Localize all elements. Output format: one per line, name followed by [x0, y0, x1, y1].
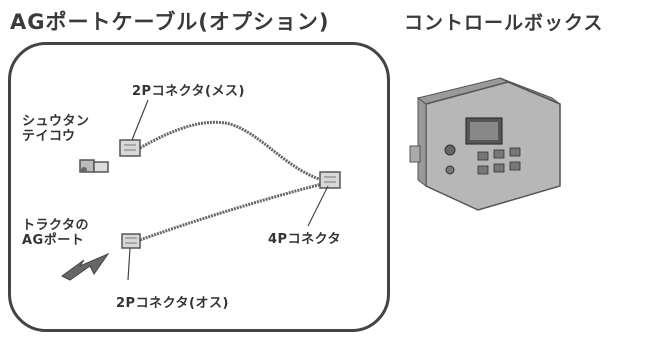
label-tractor-ag-port: トラクタの AGポート — [22, 218, 89, 248]
label-termination-line2: テイコウ — [22, 129, 76, 144]
cable-lower — [139, 182, 323, 242]
control-box-title: コントロールボックス — [404, 12, 604, 34]
label-2p-connector-male: 2Pコネクタ(オス) — [116, 296, 229, 311]
control-box-icon — [409, 77, 561, 211]
connector-2p-male-icon — [121, 233, 141, 249]
label-4p-connector: 4Pコネクタ — [268, 232, 342, 247]
label-termination-resistor: シュウタン テイコウ — [22, 114, 90, 144]
label-2p-connector-female: 2Pコネクタ(メス) — [132, 84, 245, 99]
label-termination-line1: シュウタン — [22, 114, 90, 129]
leader-4p — [307, 185, 329, 227]
direction-arrow-icon — [61, 252, 110, 281]
leader-2p-male — [127, 247, 131, 281]
cable-upper — [139, 120, 323, 182]
termination-resistor-icon — [79, 159, 109, 173]
cable-title: AGポートケーブル(オプション) — [10, 10, 330, 34]
cable-frame — [8, 42, 390, 332]
connector-4p-icon — [319, 171, 341, 189]
label-tractor-line2: AGポート — [22, 233, 85, 248]
connector-2p-female-icon — [119, 139, 141, 157]
label-tractor-line1: トラクタの — [22, 218, 89, 233]
leader-2p-female — [131, 99, 149, 141]
